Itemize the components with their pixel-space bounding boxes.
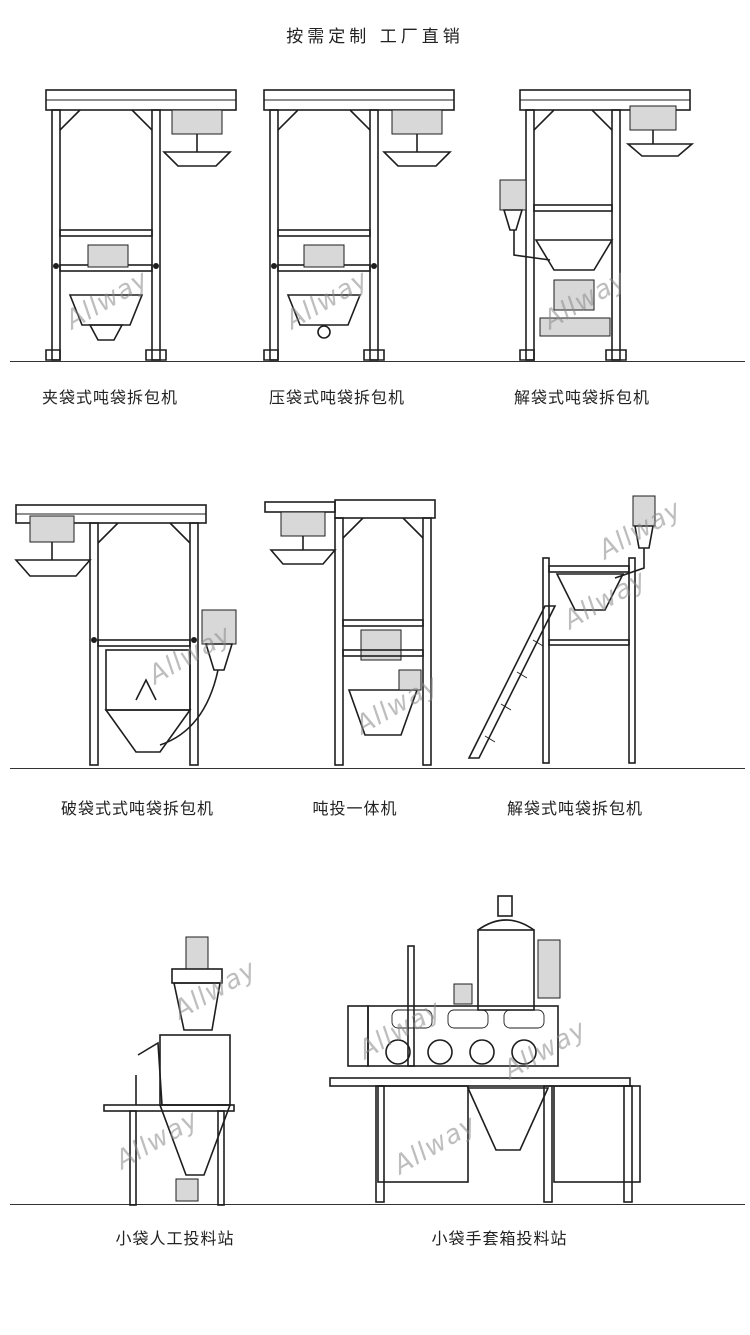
machine-caption: 吨投一体机	[312, 799, 398, 818]
machine-illustration-untie-bag-1	[499, 89, 695, 361]
machine-caption: 破袋式式吨袋拆包机	[60, 799, 214, 818]
machine-caption: 解袋式吨袋拆包机	[506, 799, 643, 818]
machine-caption: 夹袋式吨袋拆包机	[41, 388, 178, 407]
machine-illustration-glovebox	[329, 895, 641, 1203]
machine-caption: 压袋式吨袋拆包机	[268, 388, 405, 407]
machine-illustration-clamp-bag	[45, 89, 237, 361]
machine-illustration-untie-bag-2	[467, 495, 656, 764]
ground-line-row1	[10, 361, 745, 362]
machine-illustration-integrated	[264, 499, 436, 766]
machine-illustration-small-bag-manual	[103, 936, 235, 1206]
machine-caption: 解袋式吨袋拆包机	[513, 388, 650, 407]
machine-caption: 小袋人工投料站	[115, 1229, 235, 1248]
ground-line-row2	[10, 768, 745, 769]
machine-illustration-bag-breaking	[14, 504, 237, 766]
page-title: 按需定制 工厂直销	[286, 27, 464, 47]
machine-caption: 小袋手套箱投料站	[431, 1229, 568, 1248]
machine-illustration-press-bag	[263, 89, 455, 361]
ground-line-row3	[10, 1204, 745, 1205]
